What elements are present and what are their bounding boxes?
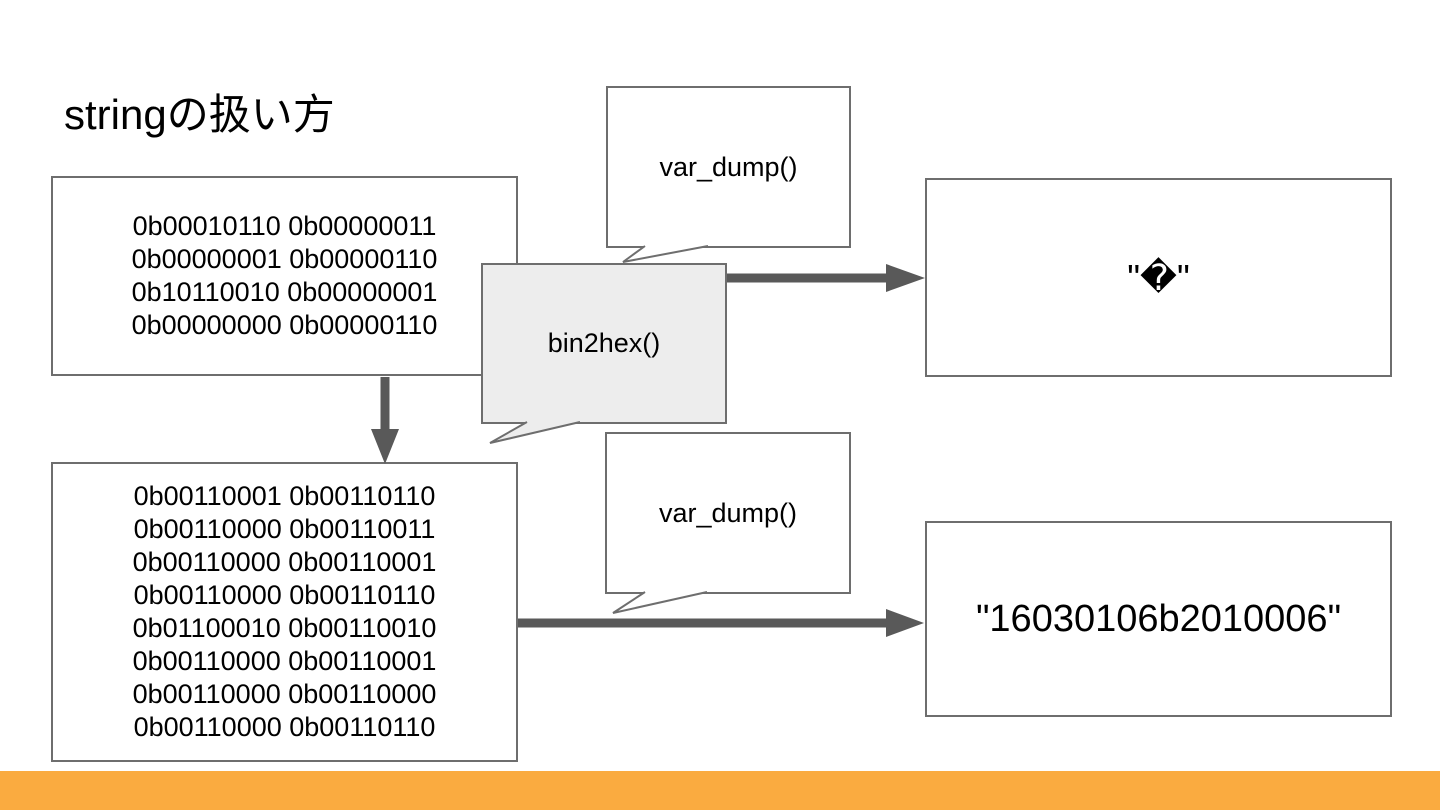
binary-box-encoded: 0b00110001 0b00110110 0b00110000 0b00110…: [51, 462, 518, 762]
binary-line: 0b00110000 0b00110001: [132, 547, 437, 577]
binary-line: 0b00110000 0b00110001: [132, 646, 437, 676]
output-box-hex-string: "16030106b2010006": [925, 521, 1392, 717]
arrow-right-top-icon: [727, 264, 925, 292]
callout-label: var_dump(): [659, 151, 798, 182]
binary-box-raw: 0b00010110 0b00000011 0b00000001 0b00000…: [51, 176, 518, 376]
binary-line: 0b00110000 0b00110110: [133, 580, 436, 610]
arrow-right-bottom-icon: [518, 609, 924, 637]
arrow-down-icon: [371, 377, 399, 464]
callout-bin2hex: bin2hex(): [481, 263, 727, 424]
accent-bar: [0, 771, 1440, 810]
binary-line: 0b00010110 0b00000011: [132, 211, 437, 241]
callout-label: var_dump(): [658, 497, 798, 528]
binary-line: 0b10110010 0b00000001: [131, 277, 438, 307]
callout-tail-var-dump-bottom: [612, 591, 708, 614]
callout-var-dump-bottom: var_dump(): [605, 432, 851, 594]
binary-line: 0b00110000 0b00110110: [133, 712, 436, 742]
output-box-raw-string: "�": [925, 178, 1392, 377]
binary-line: 0b01100010 0b00110010: [132, 613, 437, 643]
raw-string-value: "�": [1127, 256, 1190, 298]
binary-line: 0b00000001 0b00000110: [131, 244, 438, 274]
callout-tail-bin2hex: [489, 421, 581, 444]
callout-label: bin2hex(): [547, 328, 661, 358]
callout-tail-var-dump-top: [622, 245, 709, 263]
callout-var-dump-top: var_dump(): [606, 86, 851, 248]
binary-line: 0b00110000 0b00110011: [133, 514, 436, 544]
slide-title: stringの扱い方: [64, 91, 335, 138]
binary-line: 0b00000000 0b00000110: [131, 310, 438, 340]
hex-string-value: "16030106b2010006": [975, 597, 1342, 640]
binary-line: 0b00110001 0b00110110: [133, 481, 436, 511]
binary-line: 0b00110000 0b00110000: [132, 679, 437, 709]
